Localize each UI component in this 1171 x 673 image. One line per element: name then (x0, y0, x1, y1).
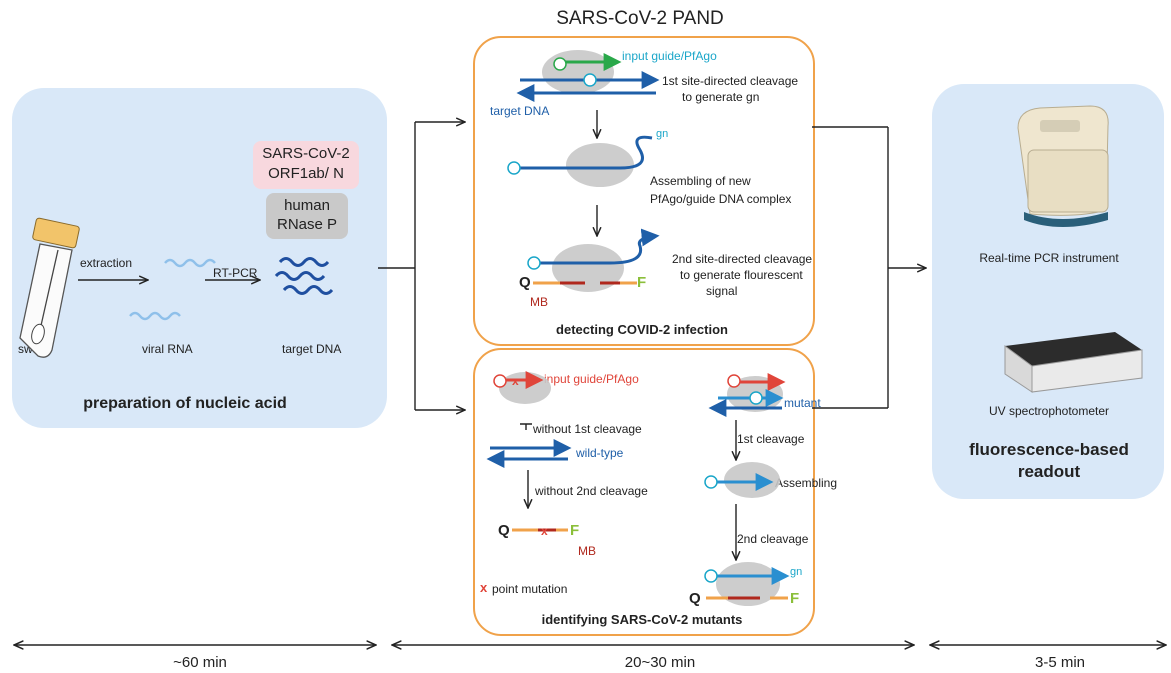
target-dna-label: target DNA (282, 342, 342, 356)
control-label-line2: RNase P (276, 216, 338, 233)
timeline-label-2: 20~30 min (624, 654, 696, 671)
mutant-gn-label: gn (790, 566, 803, 578)
mutant-input-guide-label: input guide/PfAgo (544, 372, 639, 386)
detect-f-label: F (637, 274, 647, 291)
pcr-instrument-icon (1017, 105, 1109, 227)
readout-heading-line1: fluorescence-based (969, 440, 1129, 459)
detect-gn-label: gn (656, 128, 669, 140)
detect-cleavage2-line3: signal (706, 284, 738, 298)
target-label-line2: ORF1ab/ N (268, 165, 344, 182)
uv-spectro-label: UV spectrophotometer (988, 404, 1110, 418)
target-dna-icon (274, 257, 334, 295)
prep-heading: preparation of nucleic acid (83, 395, 287, 412)
detect-assemble-line1: Assembling of new (650, 174, 751, 188)
svg-text:x: x (541, 524, 548, 538)
mutant-mb-label: MB (578, 544, 596, 558)
mutant-cleavage1-label: 1st cleavage (737, 432, 805, 446)
mutant-heading: identifying SARS-CoV-2 mutants (541, 612, 743, 627)
uv-spectrophotometer-icon (1004, 332, 1143, 393)
target-label-line1: SARS-CoV-2 (262, 145, 350, 162)
point-mutation-mark: x (480, 580, 488, 595)
mutant-label: mutant (784, 396, 821, 410)
viral-rna-label: viral RNA (142, 342, 193, 356)
target-label-box (253, 141, 359, 189)
detect-cleavage2-line1: 2nd site-directed cleavage (672, 252, 813, 266)
detect-target-dna-label: target DNA (490, 104, 550, 118)
detect-cleavage1-line1: 1st site-directed cleavage (662, 74, 799, 88)
extraction-label: extraction (80, 256, 133, 270)
control-label-line1: human (284, 197, 330, 214)
readout-heading-line2: readout (1017, 462, 1081, 481)
detect-mb-label: MB (530, 295, 548, 309)
timeline-label-1: ~60 min (173, 654, 227, 671)
swab-tube-icon (19, 217, 80, 358)
detect-assemble-line2: PfAgo/guide DNA complex (650, 192, 792, 206)
point-mutation-label: point mutation (492, 582, 568, 596)
detect-heading: detecting COVID-2 infection (556, 322, 728, 337)
detect-input-guide-label: input guide/PfAgo (622, 49, 717, 63)
detect-q-label: Q (519, 274, 531, 291)
without-cleavage2-label: without 2nd cleavage (535, 484, 648, 498)
wild-type-label: wild-type (576, 446, 624, 460)
pcr-instrument-label: Real-time PCR instrument (979, 251, 1119, 265)
mutant-f2-label: F (790, 590, 800, 607)
svg-text:x: x (512, 374, 519, 388)
timeline-label-3: 3-5 min (1034, 654, 1086, 671)
control-label-box (266, 193, 348, 239)
mutant-q2-label: Q (689, 590, 701, 607)
mutant-cleavage2-label: 2nd cleavage (737, 532, 809, 546)
page-title: SARS-CoV-2 PAND (556, 8, 724, 29)
mutant-assembling-label: Assembling (775, 476, 838, 490)
rtpcr-label: RT-PCR (213, 266, 258, 280)
without-cleavage1-label: without 1st cleavage (533, 422, 642, 436)
viral-rna-icon (164, 258, 216, 268)
mutant-f-label: F (570, 522, 580, 539)
mutant-q-label: Q (498, 522, 510, 539)
detect-cleavage2-line2: to generate flourescent (680, 268, 803, 282)
detect-cleavage1-line2: to generate gn (682, 90, 760, 104)
pfago-protein-icon (542, 50, 614, 94)
